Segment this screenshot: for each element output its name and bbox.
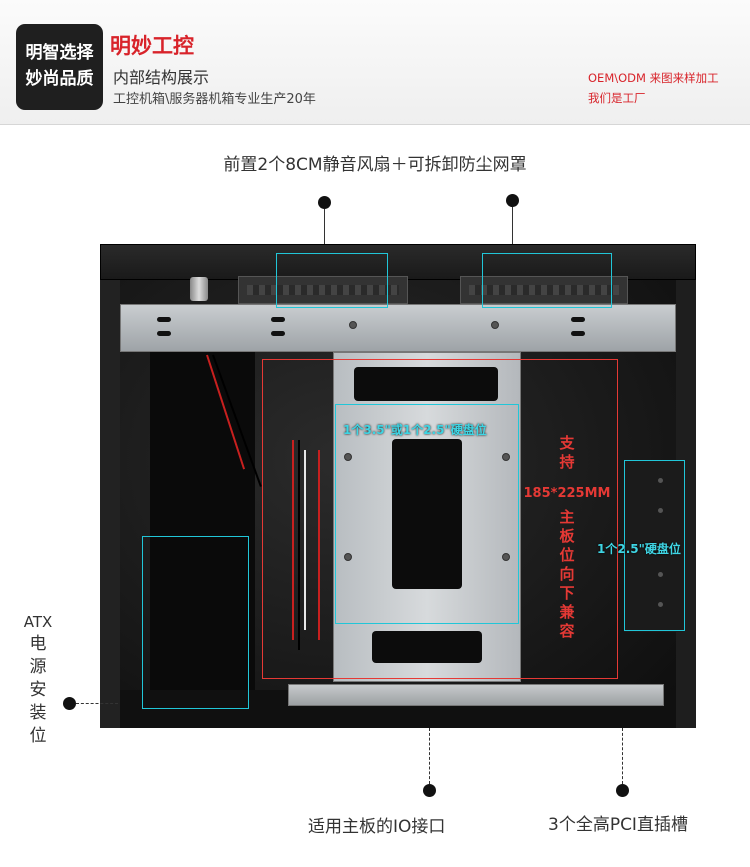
motherboard-area-box (262, 359, 618, 679)
page-header: 明智选择 妙尚品质 明妙工控 内部结构展示 工控机箱\服务器机箱专业生产20年 … (0, 0, 750, 125)
front-fan-left (238, 276, 408, 304)
mb-size-label: 185*225MM (523, 486, 611, 501)
wire (304, 450, 306, 630)
callout-dot-fan-right (506, 194, 519, 207)
oem-note: OEM\ODM 来图来样加工 (588, 71, 719, 85)
front-fans-caption: 前置2个8CM静音风扇＋可拆卸防尘网罩 (223, 155, 527, 175)
callout-dot-io (423, 784, 436, 797)
tagline: 工控机箱\服务器机箱专业生产20年 (113, 92, 316, 107)
callout-dot-fan-left (318, 196, 331, 209)
callout-line-atx (76, 703, 118, 704)
side-hdd-label: 1个2.5"硬盘位 (597, 542, 681, 556)
hdd-cage (333, 352, 521, 682)
io-port-caption: 适用主板的IO接口 (308, 817, 446, 837)
wire (298, 440, 300, 650)
chassis-front-panel (100, 244, 696, 280)
logo-line-2: 妙尚品质 (25, 69, 94, 89)
wire (292, 440, 294, 640)
mb-support-bottom: 主 板 位 向 下 兼 容 (559, 508, 575, 640)
hdd-bay-box (335, 404, 519, 624)
brand-name: 明妙工控 (110, 33, 194, 58)
atx-psu-caption: ATX 电 源 安 装 位 (23, 613, 53, 746)
logo-line-1: 明智选择 (25, 43, 94, 63)
psu-box (142, 536, 249, 709)
callout-line-fan-left (324, 209, 325, 253)
fan-highlight-left (276, 253, 388, 308)
callout-dot-pci (616, 784, 629, 797)
callout-line-pci (622, 728, 623, 784)
callout-line-io (429, 728, 430, 784)
psu-bay (150, 352, 255, 708)
wire (318, 450, 320, 640)
fan-bracket (120, 304, 676, 352)
factory-note: 我们是工厂 (588, 91, 646, 105)
side-drive-plate (624, 460, 684, 632)
thumb-screw (190, 277, 208, 301)
front-fan-right (460, 276, 628, 304)
logo: 明智选择 妙尚品质 (16, 24, 103, 110)
mb-support-top: 支 持 (559, 434, 575, 471)
fan-highlight-right (482, 253, 612, 308)
side-hdd-box (624, 460, 685, 631)
hdd-bay-label: 1个3.5"或1个2.5"硬盘位 (343, 423, 487, 437)
chassis-left-wall (100, 280, 120, 728)
callout-dot-atx (63, 697, 76, 710)
page-subtitle: 内部结构展示 (113, 68, 210, 87)
hdd-cage-base (288, 684, 664, 706)
callout-line-fan-right (512, 207, 513, 253)
pci-slots-caption: 3个全高PCI直插槽 (548, 815, 688, 835)
